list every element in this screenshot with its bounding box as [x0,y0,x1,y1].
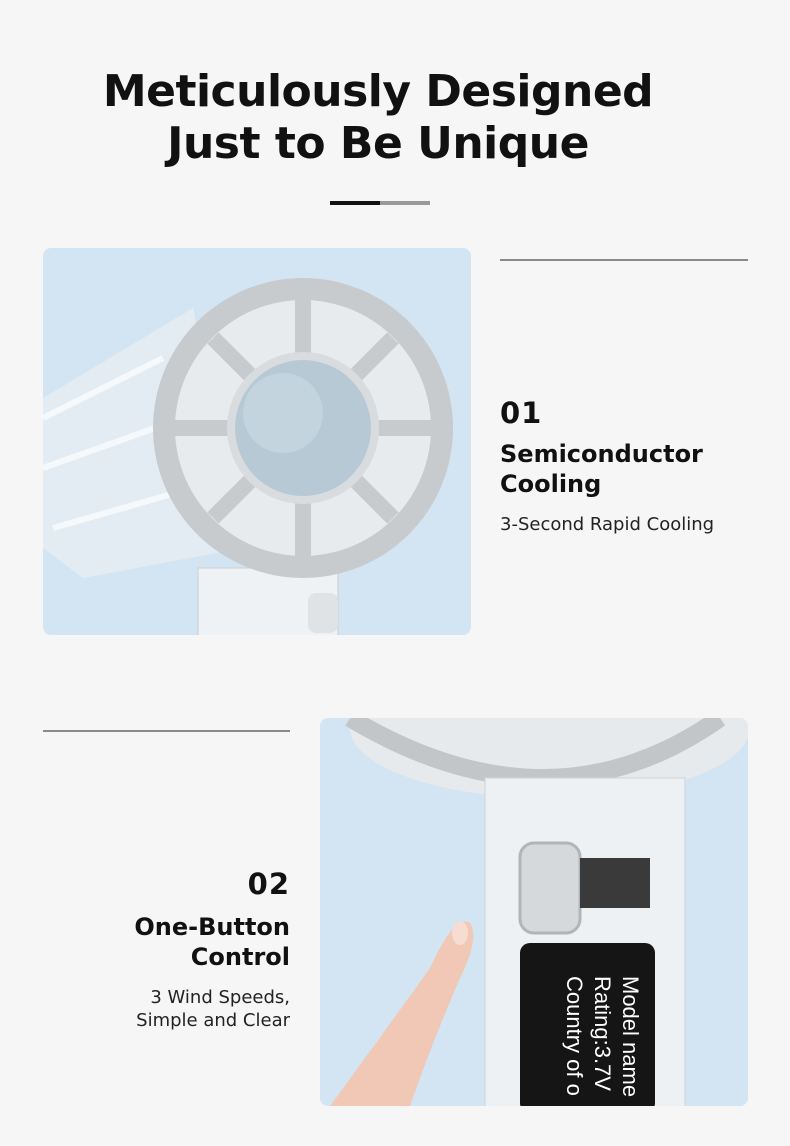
feature-description-2: 3 Wind Speeds, Simple and Clear [40,986,290,1032]
feature-description-2-line-2: Simple and Clear [136,1010,290,1031]
title-line-1: Meticulously Designed [102,66,654,117]
feature-title-2-line-2: Control [190,943,290,971]
feature-title-1-line-2: Cooling [500,470,602,498]
page-title: Meticulously Designed Just to Be Unique [0,66,756,170]
feature-description-2-line-1: 3 Wind Speeds, [150,987,290,1008]
button-control-image: Model name Rating:3.7V Country of o [320,718,748,1106]
cooling-plate-image [43,248,471,635]
feature-title-1-line-1: Semiconductor [500,440,703,468]
title-divider-gray [380,201,430,205]
title-divider-dark [330,201,380,205]
section-rule-1 [500,259,748,261]
feature-number-1: 01 [500,396,543,430]
title-line-2: Just to Be Unique [167,118,589,169]
section-rule-2 [43,730,290,732]
feature-description-1: 3-Second Rapid Cooling [500,514,715,535]
feature-title-2: One-Button Control [40,912,290,972]
battery-label-line-2: Rating:3.7V [590,976,615,1091]
battery-label-line-1: Model name [618,976,643,1097]
battery-label: Model name Rating:3.7V Country of o [562,976,643,1097]
feature-title-2-line-1: One-Button [134,913,290,941]
feature-number-2: 02 [247,867,290,901]
battery-label-line-3: Country of o [562,976,587,1096]
feature-title-1: Semiconductor Cooling [500,439,703,499]
